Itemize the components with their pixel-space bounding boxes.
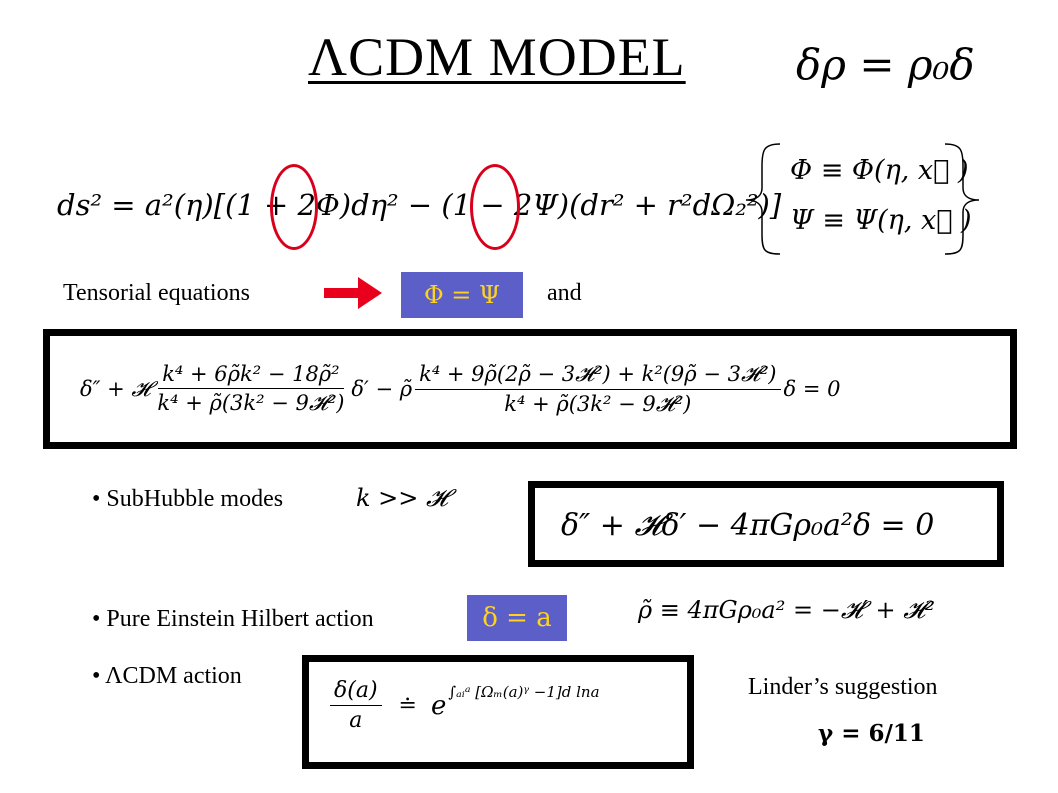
growth-relation: ≐ xyxy=(398,693,417,718)
growth-equation-box: δ(a) a ≐ e ∫ₐᵢᵃ [Ωₘ(a)ᵞ −1]d lna xyxy=(302,655,694,769)
growth-equation: δ(a) a ≐ e ∫ₐᵢᵃ [Ωₘ(a)ᵞ −1]d lna xyxy=(327,678,600,733)
rho-tilde-equation: ρ̃ ≡ 4πGρ₀a² = −𝓗′ + 𝓗² xyxy=(638,596,935,624)
subhubble-equation-box: δ″ + 𝓗δ′ − 4πGρ₀a²δ = 0 xyxy=(528,481,1004,567)
eq-fraction-2-numerator: k⁴ + 9ρ̃(2ρ̃ − 3𝓗²) + k²(9ρ̃ − 3𝓗²) xyxy=(415,362,781,390)
full-perturbation-equation-box: δ″ + 𝓗 k⁴ + 6ρ̃k² − 18ρ̃² k⁴ + ρ̃(3k² − … xyxy=(43,329,1017,449)
eq-mid: δ′ − ρ̃ xyxy=(351,377,413,401)
growth-exponent: ∫ₐᵢᵃ [Ωₘ(a)ᵞ −1]d lna xyxy=(448,682,600,701)
subhubble-label: • SubHubble modes xyxy=(92,486,284,512)
eq-fraction-1: k⁴ + 6ρ̃k² − 18ρ̃² k⁴ + ρ̃(3k² − 9𝓗²) xyxy=(153,362,348,416)
delta-equals-a-badge: δ = a xyxy=(467,595,567,641)
growth-exp-base: e xyxy=(430,690,447,721)
metric-equation: ds² = a²(η)[(1 + 2Φ)dη² − (1 − 2Ψ)(dr² +… xyxy=(57,188,782,222)
growth-fraction-numerator: δ(a) xyxy=(330,678,382,706)
eq-fraction-1-numerator: k⁴ + 6ρ̃k² − 18ρ̃² xyxy=(158,362,344,389)
slide-title: ΛCDM MODEL xyxy=(308,27,686,87)
eq-fraction-2: k⁴ + 9ρ̃(2ρ̃ − 3𝓗²) + k²(9ρ̃ − 3𝓗²) k⁴ +… xyxy=(415,362,781,417)
phi-definition: Φ ≡ Φ(η, x⃗ ) xyxy=(790,155,969,186)
subhubble-equation: δ″ + 𝓗δ′ − 4πGρ₀a²δ = 0 xyxy=(561,508,935,543)
lcdm-action-label: • ΛCDM action xyxy=(92,663,242,689)
growth-fraction-denominator: a xyxy=(349,708,363,733)
tensorial-label: Tensorial equations xyxy=(63,280,250,306)
definitions-braces xyxy=(745,143,980,255)
full-perturbation-equation: δ″ + 𝓗 k⁴ + 6ρ̃k² − 18ρ̃² k⁴ + ρ̃(3k² − … xyxy=(80,358,840,420)
eq-tail: δ = 0 xyxy=(783,377,841,401)
psi-definition: Ψ ≡ Ψ(η, x⃗ ) xyxy=(790,205,972,236)
eq-lead: δ″ + 𝓗 xyxy=(80,376,151,401)
psi-highlight-circle xyxy=(470,164,520,250)
growth-fraction: δ(a) a xyxy=(330,678,382,733)
eq-fraction-1-denominator: k⁴ + ρ̃(3k² − 9𝓗²) xyxy=(157,391,345,415)
phi-highlight-circle xyxy=(270,164,318,250)
linder-suggestion-label: Linder’s suggestion xyxy=(748,674,938,700)
subhubble-condition: k >> 𝓗 xyxy=(356,484,448,512)
einstein-hilbert-label: • Pure Einstein Hilbert action xyxy=(92,606,374,632)
phi-equals-psi-badge: Φ = Ψ xyxy=(401,272,523,318)
gamma-value: γ = 6/11 xyxy=(818,720,925,747)
header-equation: δρ = ρ₀δ xyxy=(796,40,975,89)
eq-fraction-2-denominator: k⁴ + ρ̃(3k² − 9𝓗²) xyxy=(504,391,692,416)
and-label: and xyxy=(547,280,582,306)
arrow-right-icon xyxy=(324,277,382,309)
